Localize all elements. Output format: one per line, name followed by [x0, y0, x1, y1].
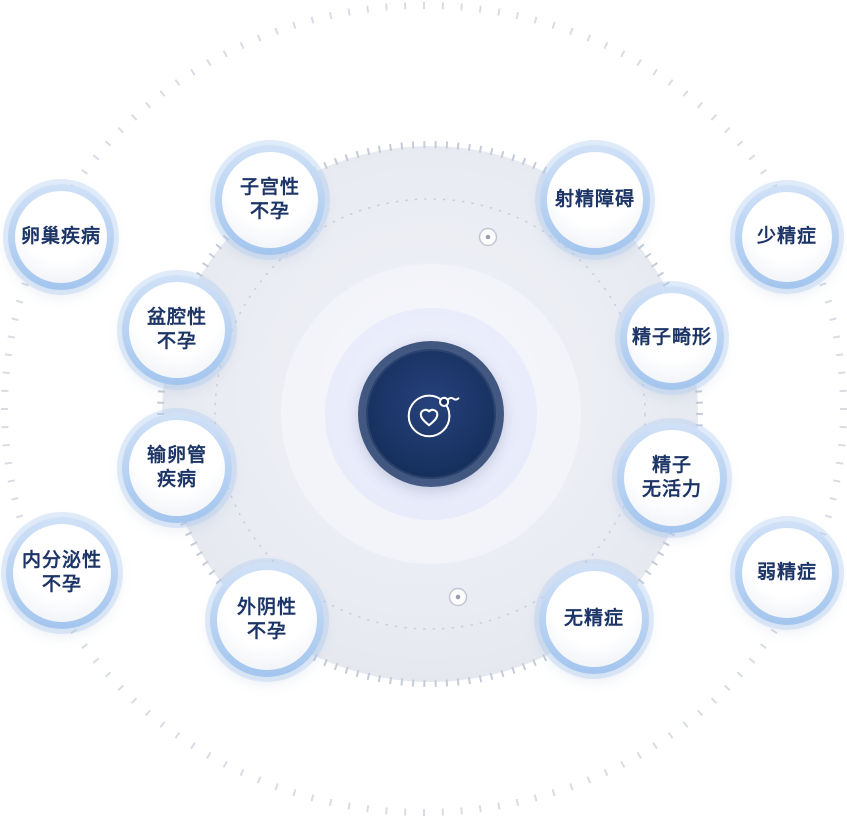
condition-bubble-inactive-sperm: 精子无活力	[617, 423, 727, 533]
condition-bubble-face: 外阴性不孕	[217, 570, 317, 670]
condition-label: 无精症	[563, 607, 624, 629]
condition-bubble-sperm-deformity: 精子畸形	[620, 286, 724, 390]
condition-label: 外阴性不孕	[236, 596, 297, 642]
egg-sperm-heart-icon	[407, 394, 460, 438]
condition-bubble-face: 卵巢疾病	[15, 191, 107, 283]
condition-label: 射精障碍	[554, 188, 635, 210]
dashed-orbit-circle	[214, 198, 646, 630]
condition-bubble-face: 弱精症	[742, 528, 832, 618]
condition-label: 子宫性不孕	[239, 176, 300, 222]
condition-bubble-pelvic-infertility: 盆腔性不孕	[122, 275, 232, 385]
condition-bubble-face: 少精症	[742, 192, 832, 282]
condition-bubble-face: 内分泌性不孕	[13, 524, 111, 622]
condition-bubble-ejaculation-disorder: 射精障碍	[540, 145, 650, 255]
condition-bubble-face: 精子畸形	[627, 293, 717, 383]
condition-label: 卵巢疾病	[20, 225, 101, 247]
condition-bubble-vulvar-infertility: 外阴性不孕	[210, 563, 324, 677]
condition-label: 盆腔性不孕	[146, 306, 207, 352]
condition-bubble-face: 盆腔性不孕	[129, 282, 225, 378]
orbit-connector-dots	[448, 227, 498, 607]
condition-bubble-oligospermia: 少精症	[735, 185, 839, 289]
condition-label: 精子畸形	[631, 326, 712, 348]
condition-bubble-fallopian-tube-disease: 输卵管疾病	[122, 413, 232, 523]
condition-bubble-face: 精子无活力	[624, 430, 720, 526]
condition-bubble-endocrine-infertility: 内分泌性不孕	[6, 517, 118, 629]
condition-label: 弱精症	[756, 561, 817, 583]
condition-bubble-uterine-infertility: 子宫性不孕	[215, 145, 325, 255]
condition-label: 少精症	[756, 225, 817, 247]
condition-bubble-ovarian-disease: 卵巢疾病	[8, 184, 114, 290]
condition-bubble-face: 射精障碍	[547, 152, 643, 248]
condition-label: 精子无活力	[641, 454, 702, 500]
condition-bubble-face: 无精症	[546, 571, 642, 667]
condition-bubble-face: 输卵管疾病	[129, 420, 225, 516]
condition-bubble-face: 子宫性不孕	[222, 152, 318, 248]
condition-label: 输卵管疾病	[146, 444, 207, 490]
condition-bubble-asthenospermia: 弱精症	[735, 521, 839, 625]
condition-bubble-azoospermia: 无精症	[539, 564, 649, 674]
center-badge	[358, 341, 504, 487]
condition-label: 内分泌性不孕	[21, 549, 102, 595]
